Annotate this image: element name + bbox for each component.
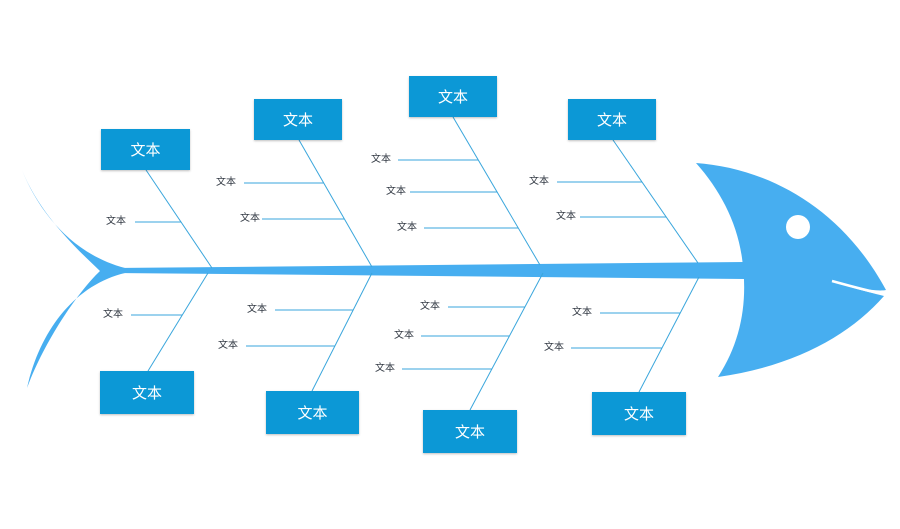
- fish-tail: [22, 170, 125, 388]
- fish-mouth: [831, 279, 885, 296]
- bone-top-4: [612, 139, 699, 264]
- category-box-top-3: 文本: [409, 76, 497, 117]
- cause-label-top-3-2: 文本: [397, 222, 417, 233]
- bone-top-3: [452, 116, 541, 266]
- bone-bottom-1: [147, 272, 209, 372]
- cause-label-top-4-0: 文本: [529, 176, 549, 187]
- cause-label-top-3-1: 文本: [386, 186, 406, 197]
- cause-label-bottom-3-2: 文本: [375, 363, 395, 374]
- fish-head: [696, 163, 886, 377]
- cause-label-top-2-0: 文本: [216, 177, 236, 188]
- category-box-bottom-3: 文本: [423, 410, 517, 453]
- cause-label-bottom-2-0: 文本: [247, 304, 267, 315]
- fish-spine: [118, 262, 745, 279]
- fish-eye: [786, 215, 810, 239]
- cause-label-top-3-0: 文本: [371, 154, 391, 165]
- cause-label-bottom-3-0: 文本: [420, 301, 440, 312]
- cause-label-top-2-1: 文本: [240, 213, 260, 224]
- cause-label-bottom-2-1: 文本: [218, 340, 238, 351]
- category-box-bottom-4: 文本: [592, 392, 686, 435]
- category-box-top-2: 文本: [254, 99, 342, 140]
- category-box-top-4: 文本: [568, 99, 656, 140]
- cause-label-bottom-1-0: 文本: [103, 309, 123, 320]
- cause-label-bottom-4-1: 文本: [544, 342, 564, 353]
- cause-label-bottom-4-0: 文本: [572, 307, 592, 318]
- category-box-top-1: 文本: [101, 129, 190, 170]
- bone-top-1: [145, 169, 213, 269]
- bone-bottom-4: [638, 276, 700, 393]
- bone-top-2: [298, 139, 373, 268]
- bone-bottom-2: [311, 272, 373, 392]
- cause-label-top-1-0: 文本: [106, 216, 126, 227]
- category-box-bottom-1: 文本: [100, 371, 194, 414]
- cause-label-top-4-1: 文本: [556, 211, 576, 222]
- bone-bottom-3: [469, 272, 544, 411]
- category-box-bottom-2: 文本: [266, 391, 359, 434]
- cause-label-bottom-3-1: 文本: [394, 330, 414, 341]
